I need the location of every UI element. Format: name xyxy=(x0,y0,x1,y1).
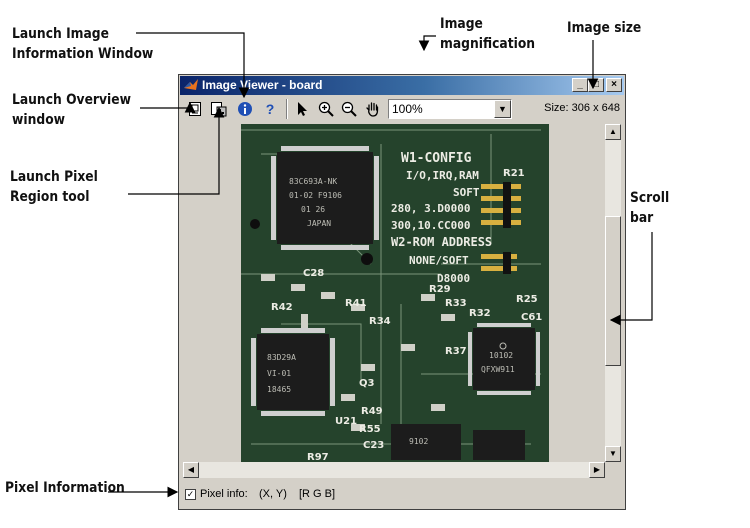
chip-right-line1: 10102 xyxy=(489,351,513,360)
chip-left-line3: 18465 xyxy=(267,385,291,394)
silk-r55: R55 xyxy=(359,424,381,435)
silk-c23: C23 xyxy=(363,440,384,451)
pixel-info-label: Pixel info: xyxy=(200,488,248,500)
silk-q3: Q3 xyxy=(359,378,375,389)
chip-top-line2: 01-02 F9106 xyxy=(289,191,342,200)
silk-rom: W2-ROM ADDRESS xyxy=(391,235,492,249)
arrow-magnification xyxy=(418,35,436,52)
silk-c28: C28 xyxy=(303,268,324,279)
chevron-down-icon[interactable]: ▼ xyxy=(494,100,511,118)
silk-r32: R32 xyxy=(469,308,491,319)
annotation-image-size: Image size xyxy=(567,20,642,36)
chip-right-line2: QFXW911 xyxy=(481,365,515,374)
image-size-label: Size: 306 x 648 xyxy=(544,102,620,114)
pointer-button[interactable] xyxy=(292,99,312,119)
toolbar-separator xyxy=(286,99,288,119)
help-button[interactable]: ? xyxy=(260,99,280,119)
zoom-out-icon xyxy=(341,101,357,117)
motorola-logo-icon xyxy=(499,342,507,350)
overview-button[interactable] xyxy=(185,99,205,119)
silk-r25: R25 xyxy=(516,294,538,305)
info-icon xyxy=(238,102,252,116)
chip-bottom-label: 9102 xyxy=(409,437,428,446)
pixel-info-rgb: [R G B] xyxy=(299,488,336,500)
chip-top-line3: 01 26 xyxy=(301,205,325,214)
scrollbar-corner xyxy=(605,462,621,478)
annotation-pixel-information: Pixel Information xyxy=(5,480,125,496)
minimize-button[interactable]: _ xyxy=(572,78,588,92)
title-bar[interactable]: Image Viewer - board _ □ × xyxy=(180,76,624,95)
chip-top-line4: JAPAN xyxy=(307,219,331,228)
silk-none-soft: NONE/SOFT xyxy=(409,254,469,267)
circuit-board-photo: W1-CONFIG I/O,IRQ,RAM SOFT 280, 3.D0000 … xyxy=(241,124,549,462)
matlab-logo-icon xyxy=(184,79,198,90)
pan-button[interactable] xyxy=(363,99,383,119)
silk-soft: SOFT xyxy=(453,186,480,199)
silk-r42: R42 xyxy=(271,302,293,313)
image-info-button[interactable] xyxy=(235,99,255,119)
magnification-value[interactable]: 100% xyxy=(392,102,423,116)
silk-c61: C61 xyxy=(521,312,542,323)
zoom-in-button[interactable] xyxy=(316,99,336,119)
chip-left-line2: VI-01 xyxy=(267,369,291,378)
silk-d8000: D8000 xyxy=(437,272,470,285)
scroll-up-button[interactable]: ▲ xyxy=(605,124,621,140)
image-viewport[interactable]: W1-CONFIG I/O,IRQ,RAM SOFT 280, 3.D0000 … xyxy=(183,124,623,481)
silk-r21: R21 xyxy=(503,168,525,179)
close-button[interactable]: × xyxy=(606,78,622,92)
help-icon: ? xyxy=(265,101,275,117)
zoom-in-icon xyxy=(318,101,334,117)
toolbar: ? xyxy=(180,96,624,122)
pixel-region-button[interactable] xyxy=(209,99,229,119)
overview-icon xyxy=(189,102,201,116)
scroll-down-button[interactable]: ▼ xyxy=(605,446,621,462)
window-title: Image Viewer - board xyxy=(202,78,323,92)
pixel-info-coords: (X, Y) xyxy=(259,488,287,500)
circuit-board-image: W1-CONFIG I/O,IRQ,RAM SOFT 280, 3.D0000 … xyxy=(241,124,549,462)
silk-r29: R29 xyxy=(429,284,451,295)
chip-left-line1: 83D29A xyxy=(267,353,296,362)
pixel-region-icon xyxy=(211,102,227,117)
pan-hand-icon xyxy=(366,102,379,117)
silk-r33: R33 xyxy=(445,298,467,309)
silk-r41: R41 xyxy=(345,298,367,309)
vertical-scroll-thumb[interactable] xyxy=(605,216,621,366)
silk-u21: U21 xyxy=(335,416,357,427)
pointer-icon xyxy=(298,102,307,116)
silk-r97: R97 xyxy=(307,452,329,462)
silk-r37: R37 xyxy=(445,346,467,357)
horizontal-scrollbar[interactable]: ◀ ▶ xyxy=(183,462,605,478)
magnification-combo[interactable]: 100% ▼ xyxy=(388,99,512,119)
silk-io: I/O,IRQ,RAM xyxy=(406,169,479,182)
silk-row2: 300,10.CC000 xyxy=(391,219,470,232)
maximize-button[interactable]: □ xyxy=(588,78,604,92)
silk-row1: 280, 3.D0000 xyxy=(391,202,470,215)
scroll-right-button[interactable]: ▶ xyxy=(589,462,605,478)
zoom-out-button[interactable] xyxy=(339,99,359,119)
silk-r49: R49 xyxy=(361,406,383,417)
silk-config: W1-CONFIG xyxy=(401,151,472,166)
vertical-scrollbar[interactable]: ▲ ▼ xyxy=(605,124,621,462)
chip-top-line1: 83C693A-NK xyxy=(289,177,337,186)
pixel-info-checkbox[interactable]: ✓ xyxy=(185,489,196,500)
silk-r34: R34 xyxy=(369,316,391,327)
scroll-left-button[interactable]: ◀ xyxy=(183,462,199,478)
image-viewer-window: Image Viewer - board _ □ × xyxy=(178,74,626,510)
